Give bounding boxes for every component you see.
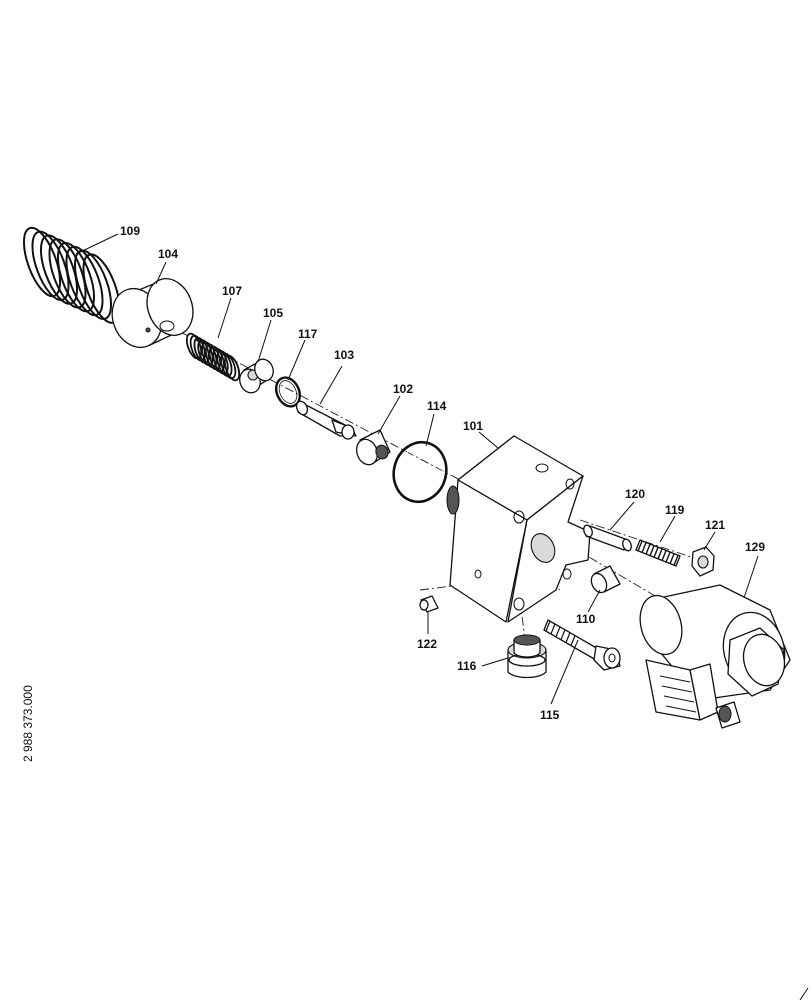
part-104-spring-seat: [111, 278, 194, 349]
part-103-stem: [295, 400, 357, 440]
part-105-cap: [239, 358, 274, 394]
spring-coil: [220, 352, 237, 380]
thread-line: [649, 545, 655, 557]
callout-105: 105: [263, 306, 283, 320]
thread-line: [637, 540, 643, 552]
part-107-spring: [185, 332, 241, 382]
callout-101: 101: [463, 419, 483, 433]
spring-coil: [73, 249, 113, 320]
thread-line: [545, 620, 551, 632]
callout-labels: 109 104 107 105 117 103 102 114 101 120 …: [120, 224, 765, 722]
callout-122: 122: [417, 637, 437, 651]
spring-coil: [65, 245, 104, 317]
part-116-screw-plug: [507, 634, 547, 679]
callout-120: 120: [625, 487, 645, 501]
part-110-sleeve: [590, 565, 621, 594]
callout-102: 102: [393, 382, 413, 396]
callout-117: 117: [298, 327, 318, 341]
part-109-spring: [22, 226, 121, 324]
spring-coil: [223, 354, 241, 382]
spring-coil: [48, 238, 87, 309]
part-117-circlip: [274, 376, 302, 408]
callout-129: 129: [745, 540, 765, 554]
callout-116: 116: [457, 659, 477, 673]
thread-line: [665, 551, 671, 563]
callout-110: 110: [576, 612, 596, 626]
callout-115: 115: [540, 708, 560, 722]
part-101-valve-body: [446, 435, 591, 623]
part-114-o-ring: [392, 440, 448, 504]
part-122-plug: [419, 595, 439, 613]
part-129-solenoid: [639, 584, 809, 1000]
thread-line: [550, 623, 556, 635]
thread-line: [669, 553, 675, 565]
part-115-bolt: [543, 619, 621, 671]
callout-109: 109: [120, 224, 140, 238]
spring-coil: [22, 226, 62, 298]
callout-121: 121: [705, 518, 725, 532]
thread-line: [641, 542, 647, 553]
thread-line: [661, 550, 667, 561]
spring-coil: [31, 230, 70, 301]
thread-line: [673, 555, 679, 566]
thread-line: [555, 626, 561, 638]
thread-line: [570, 635, 576, 646]
thread-line: [560, 629, 566, 640]
callout-103: 103: [334, 348, 354, 362]
callout-119: 119: [665, 503, 685, 517]
spring-coil: [39, 234, 79, 305]
document-number: 2 988 373.000: [21, 685, 35, 762]
callout-114: 114: [427, 399, 447, 413]
callout-104: 104: [158, 247, 178, 261]
thread-line: [653, 547, 659, 558]
callout-107: 107: [222, 284, 242, 298]
spring-coil: [56, 242, 96, 313]
part-120-pin: [583, 524, 632, 552]
thread-line: [657, 548, 663, 560]
thread-line: [645, 543, 651, 555]
part-119-stud: [635, 539, 681, 567]
leader-lines: [75, 233, 759, 705]
thread-line: [565, 632, 571, 643]
part-121-nut: [691, 546, 715, 577]
part-102-bush: [355, 429, 391, 466]
